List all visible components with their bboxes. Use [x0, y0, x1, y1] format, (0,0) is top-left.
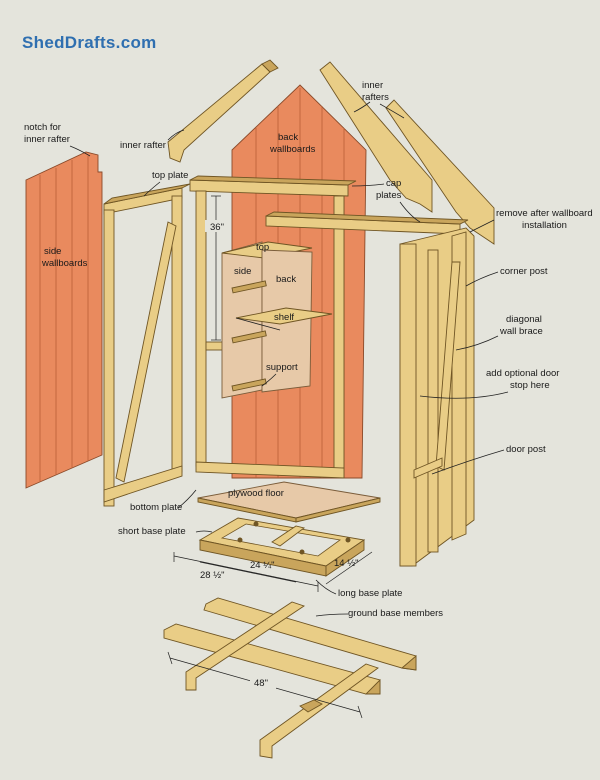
label-inner-rafter: inner rafter — [120, 140, 166, 151]
label-side-wallboards-line1: side — [44, 246, 61, 257]
label-door-stop-line2: stop here — [510, 380, 550, 391]
side-wallboards — [25, 151, 103, 489]
label-cap-line2: plates — [376, 190, 402, 201]
label-diagonal-line2: wall brace — [499, 326, 543, 337]
label-short-base-plate: short base plate — [118, 526, 186, 537]
base-frame — [198, 517, 366, 577]
label-notch-line2: inner rafter — [24, 134, 70, 145]
label-plywood-floor: plywood floor — [228, 488, 284, 499]
label-door-post: door post — [506, 444, 546, 455]
label-shelf-back: back — [276, 274, 296, 285]
label-shelf: shelf — [274, 312, 294, 323]
label-long-base-plate: long base plate — [338, 588, 402, 599]
label-remove-line2: installation — [522, 220, 567, 231]
label-shelf-side: side — [234, 266, 251, 277]
cap-plates — [265, 211, 469, 235]
side-frame — [103, 183, 191, 507]
front-wall — [399, 227, 475, 567]
label-inner-rafters-line1: inner — [362, 80, 383, 91]
left-inner-rafter — [167, 59, 279, 163]
svg-text:48": 48" — [254, 678, 268, 689]
label-back-wallboards-line1: back — [278, 132, 298, 143]
label-back-wallboards-line2: wallboards — [269, 144, 316, 155]
label-support: support — [266, 362, 298, 373]
label-door-stop-line1: add optional door — [486, 368, 559, 379]
back-wall-frame — [189, 175, 357, 479]
label-cap-line1: cap — [386, 178, 401, 189]
label-remove-line1: remove after wallboard — [496, 208, 593, 219]
shelf-unit — [221, 241, 333, 399]
label-notch-line1: notch for — [24, 122, 61, 133]
svg-text:36": 36" — [210, 222, 224, 233]
label-inner-rafters-line2: rafters — [362, 92, 389, 103]
label-bottom-plate: bottom plate — [130, 502, 182, 513]
ground-base-members — [163, 597, 417, 759]
svg-text:14 ½": 14 ½" — [334, 558, 359, 569]
base-dimensions: 28 ½" 24 ¼" 14 ½" — [173, 551, 373, 592]
svg-text:24 ¼": 24 ¼" — [250, 560, 275, 571]
callout-labels: notch for inner rafter inner rafter inne… — [24, 80, 593, 619]
label-shelf-top: top — [256, 242, 269, 253]
label-ground-base-members: ground base members — [348, 608, 443, 619]
label-side-wallboards-line2: wallboards — [41, 258, 88, 269]
label-corner-post: corner post — [500, 266, 548, 277]
plywood-floor — [197, 481, 381, 523]
brand-logo: ShedDrafts.com — [22, 33, 157, 52]
inner-rafters — [319, 61, 495, 245]
dim-48: 48" — [167, 651, 363, 719]
label-top-plate: top plate — [152, 170, 188, 181]
dim-36: 36" — [205, 195, 227, 341]
svg-text:28 ½": 28 ½" — [200, 570, 225, 581]
label-diagonal-line1: diagonal — [506, 314, 542, 325]
